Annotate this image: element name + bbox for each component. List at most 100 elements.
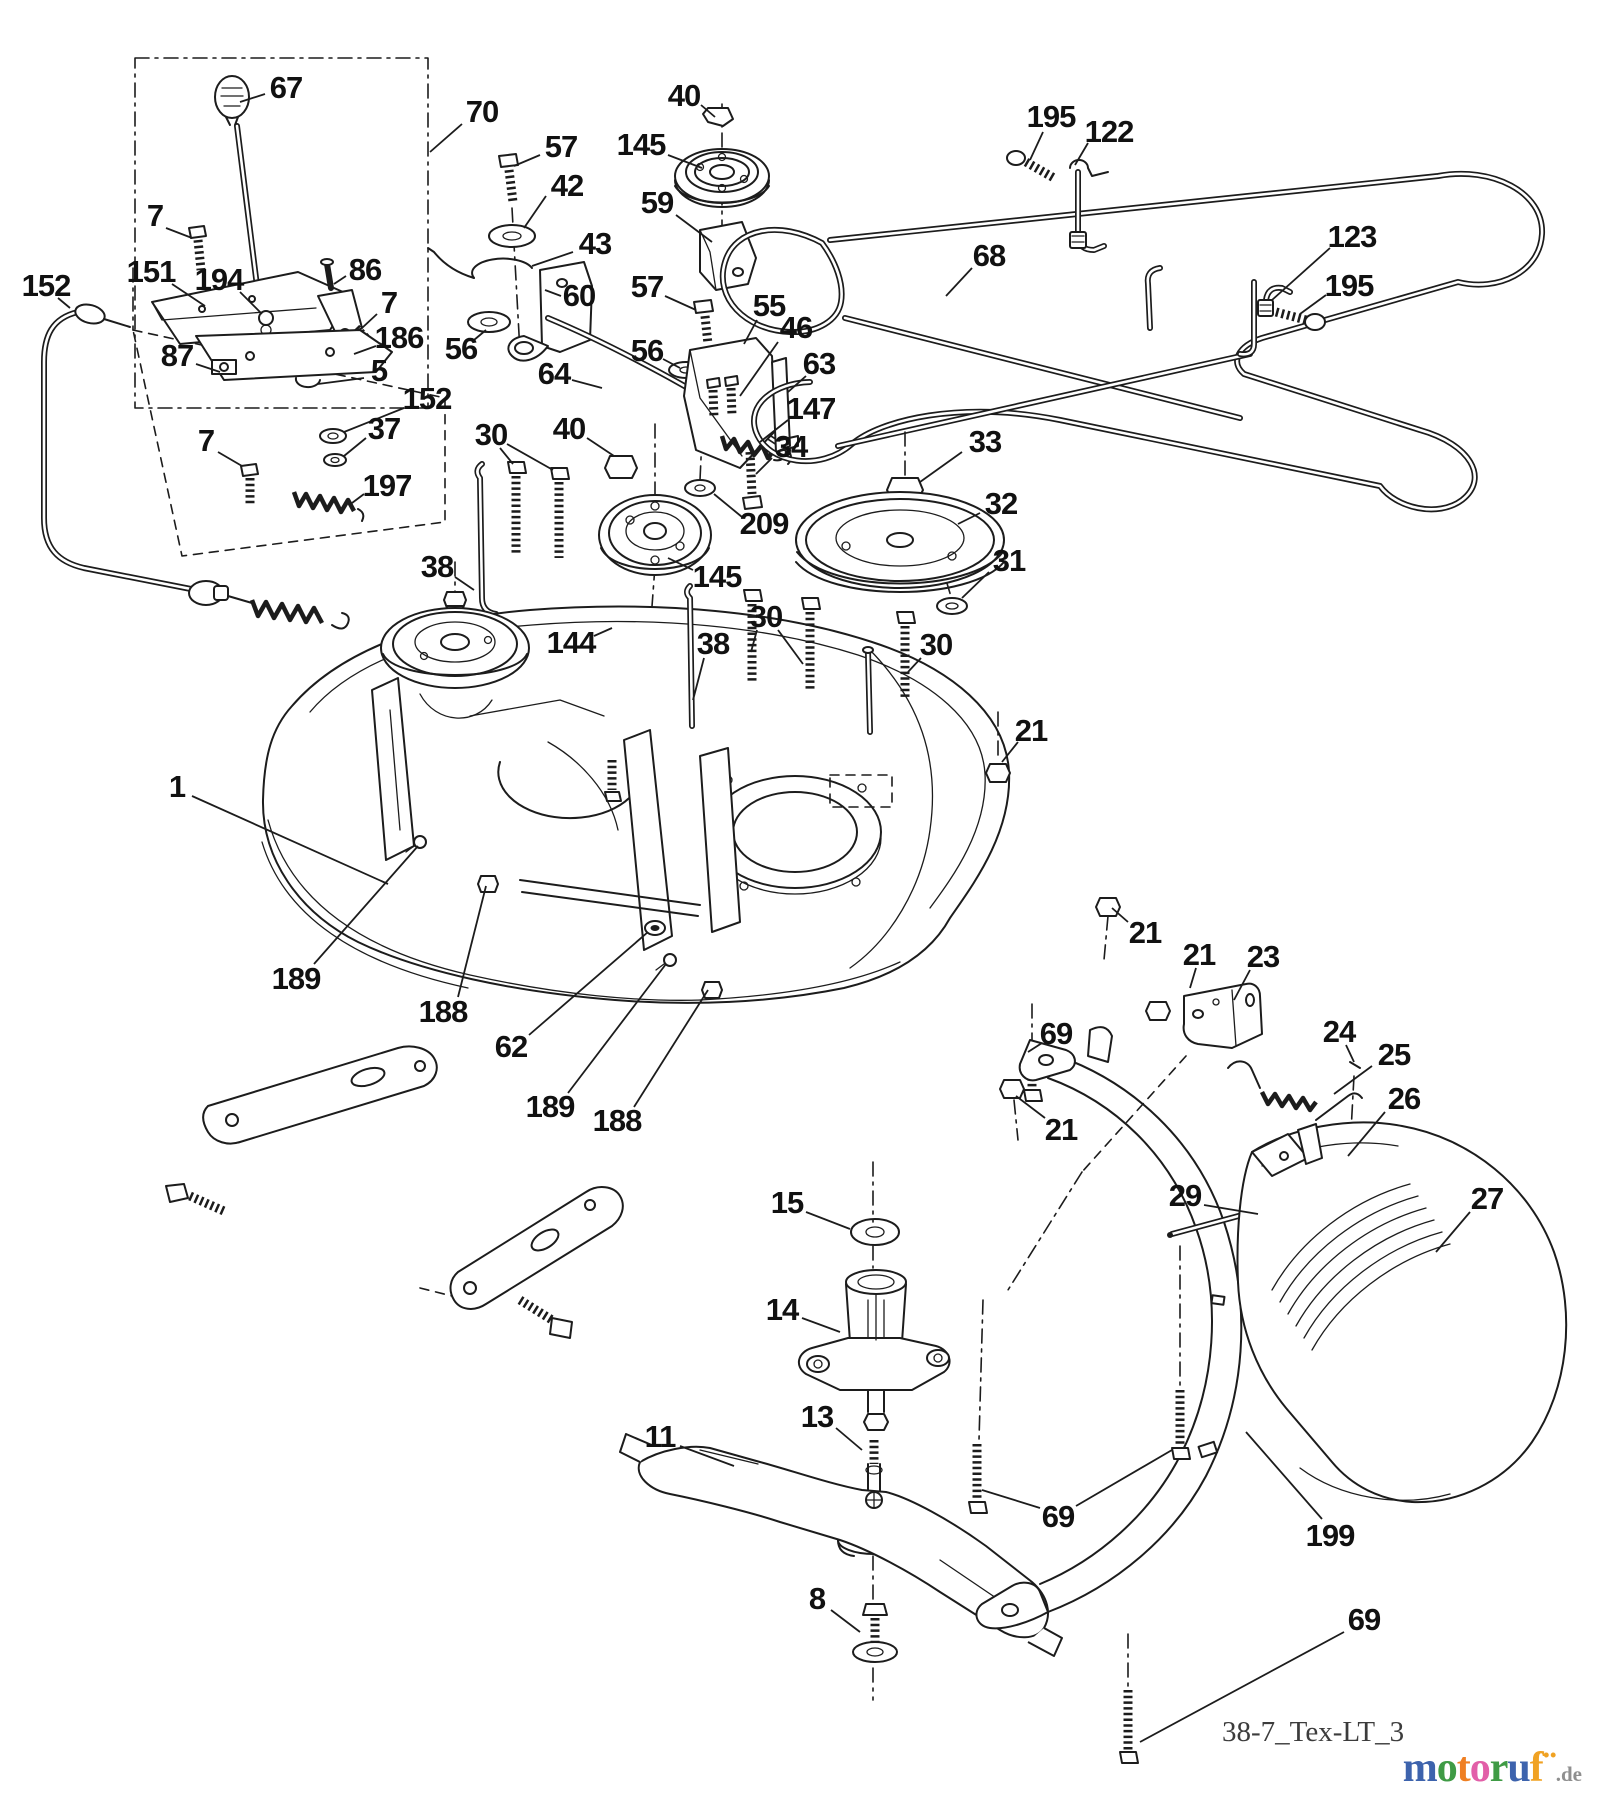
leader-line	[1015, 1095, 1046, 1119]
part-label-69: 69	[1041, 1499, 1075, 1534]
part-label-57: 57	[630, 269, 664, 304]
leader-line	[506, 443, 554, 471]
leader-line	[1029, 131, 1044, 161]
lift-lever-assembly	[151, 75, 393, 522]
leader-line	[473, 329, 487, 341]
part-label-188: 188	[418, 994, 469, 1029]
watermark-wordmark: motoruf¨	[1403, 1745, 1557, 1791]
leader-line	[675, 214, 713, 243]
part-label-25: 25	[1377, 1037, 1411, 1072]
part-label-60: 60	[562, 278, 596, 313]
watermark-suffix: .de	[1555, 1762, 1582, 1786]
part-label-57: 57	[544, 129, 578, 164]
leader-line	[1245, 1431, 1323, 1520]
part-label-189: 189	[525, 1089, 576, 1124]
leader-line	[907, 657, 922, 673]
leader-line	[750, 629, 758, 653]
leader-line	[513, 154, 541, 167]
leader-line	[195, 363, 221, 373]
part-label-31: 31	[992, 543, 1026, 578]
part-label-26: 26	[1387, 1081, 1421, 1116]
part-label-86: 86	[348, 252, 382, 287]
idler-pulley-top	[674, 103, 770, 291]
part-label-14: 14	[765, 1292, 799, 1327]
leader-line	[1203, 1204, 1259, 1215]
watermark-letter: o	[1436, 1745, 1458, 1791]
part-label-40: 40	[552, 411, 586, 446]
part-label-15: 15	[770, 1185, 804, 1220]
leader-line	[633, 989, 709, 1108]
leader-line	[1299, 294, 1327, 315]
leader-line	[523, 195, 547, 229]
leader-line	[544, 289, 562, 297]
part-label-21: 21	[1182, 937, 1216, 972]
watermark-letter: o	[1469, 1745, 1491, 1791]
leader-line	[667, 154, 703, 169]
part-label-33: 33	[968, 424, 1002, 459]
leader-line	[1001, 741, 1019, 763]
part-label-63: 63	[802, 346, 836, 381]
part-label-30: 30	[749, 599, 783, 634]
leader-line	[165, 227, 193, 239]
part-label-195: 195	[1026, 99, 1077, 134]
part-label-55: 55	[752, 288, 786, 323]
leader-line	[343, 407, 405, 433]
leader-line	[713, 493, 743, 518]
leader-line	[531, 251, 574, 267]
part-label-69: 69	[1347, 1602, 1381, 1637]
construction-lines	[132, 57, 446, 557]
part-label-152: 152	[402, 381, 453, 416]
leader-line	[755, 457, 773, 475]
watermark-letter: r	[1489, 1745, 1509, 1791]
part-label-8: 8	[808, 1581, 826, 1616]
leader-line	[919, 451, 963, 483]
leader-line	[981, 1489, 1041, 1509]
part-label-189: 189	[271, 961, 322, 996]
part-label-7: 7	[197, 423, 215, 458]
leader-line	[945, 267, 973, 297]
part-label-37: 37	[367, 411, 401, 446]
part-label-188: 188	[592, 1103, 643, 1138]
leader-line	[805, 1211, 851, 1230]
watermark-logo: motoruf¨.de	[1403, 1744, 1582, 1792]
leader-line	[528, 931, 649, 1036]
leader-line	[692, 657, 705, 701]
watermark-letter: u	[1507, 1745, 1530, 1791]
watermark-letter: f	[1529, 1745, 1544, 1791]
leader-line	[57, 297, 71, 309]
part-label-7: 7	[146, 198, 164, 233]
part-label-46: 46	[779, 310, 813, 345]
part-label-7: 7	[380, 285, 398, 320]
leader-line	[567, 963, 667, 1094]
part-label-13: 13	[800, 1399, 834, 1434]
part-label-21: 21	[1014, 713, 1048, 748]
leader-line	[571, 379, 603, 389]
part-label-30: 30	[919, 627, 953, 662]
watermark-letter: ¨	[1542, 1745, 1557, 1791]
part-label-34: 34	[774, 429, 808, 464]
part-label-21: 21	[1128, 915, 1162, 950]
part-label-209: 209	[739, 506, 790, 541]
leader-line	[454, 576, 475, 591]
part-label-21: 21	[1044, 1112, 1078, 1147]
leader-line	[1139, 1631, 1345, 1743]
discharge-chute-group	[1007, 982, 1568, 1504]
leader-line	[1347, 1111, 1386, 1157]
part-label-151: 151	[126, 254, 177, 289]
leader-line	[787, 375, 807, 393]
part-label-197: 197	[362, 468, 413, 503]
leader-line	[739, 341, 779, 397]
leader-line	[586, 437, 615, 457]
leader-line	[830, 1609, 861, 1633]
part-label-145: 145	[692, 559, 743, 594]
idler-bracket-stack	[427, 153, 792, 465]
leader-line	[429, 123, 463, 153]
part-label-123: 123	[1327, 219, 1378, 254]
part-label-43: 43	[578, 226, 612, 261]
leader-line	[593, 627, 613, 637]
leader-line	[1271, 247, 1331, 301]
part-label-122: 122	[1084, 114, 1135, 149]
leader-line	[361, 313, 378, 329]
